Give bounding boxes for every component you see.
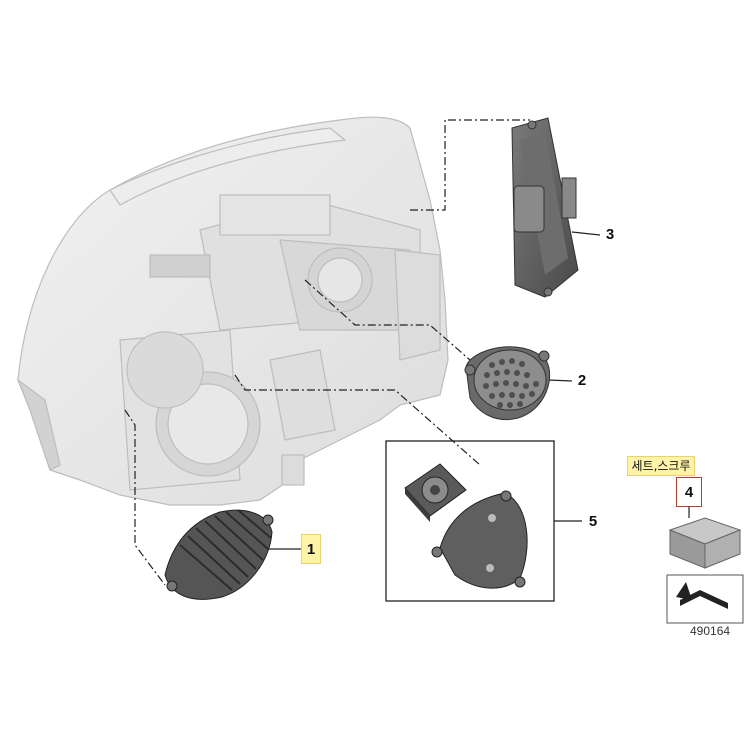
heat-sink (164, 509, 274, 600)
leader-lines (124, 119, 530, 586)
led-grid (483, 358, 539, 408)
screw-set-box (668, 517, 742, 569)
callout-4[interactable]: 4 (676, 477, 702, 507)
diagram-number: 490164 (690, 624, 731, 638)
control-unit (511, 117, 579, 298)
callout-2[interactable]: 2 (572, 366, 592, 396)
fan (404, 463, 467, 522)
callout-3[interactable]: 3 (600, 220, 620, 250)
callout-5[interactable]: 5 (582, 507, 604, 537)
led-module (464, 346, 551, 420)
callout-1[interactable]: 1 (301, 534, 321, 564)
screw-set-label: 세트,스크루 (627, 456, 695, 476)
orientation-arrow-icon (666, 574, 744, 624)
part-5-frame (385, 440, 555, 602)
headlight-housing (16, 116, 449, 506)
mounting-plate (431, 490, 528, 589)
